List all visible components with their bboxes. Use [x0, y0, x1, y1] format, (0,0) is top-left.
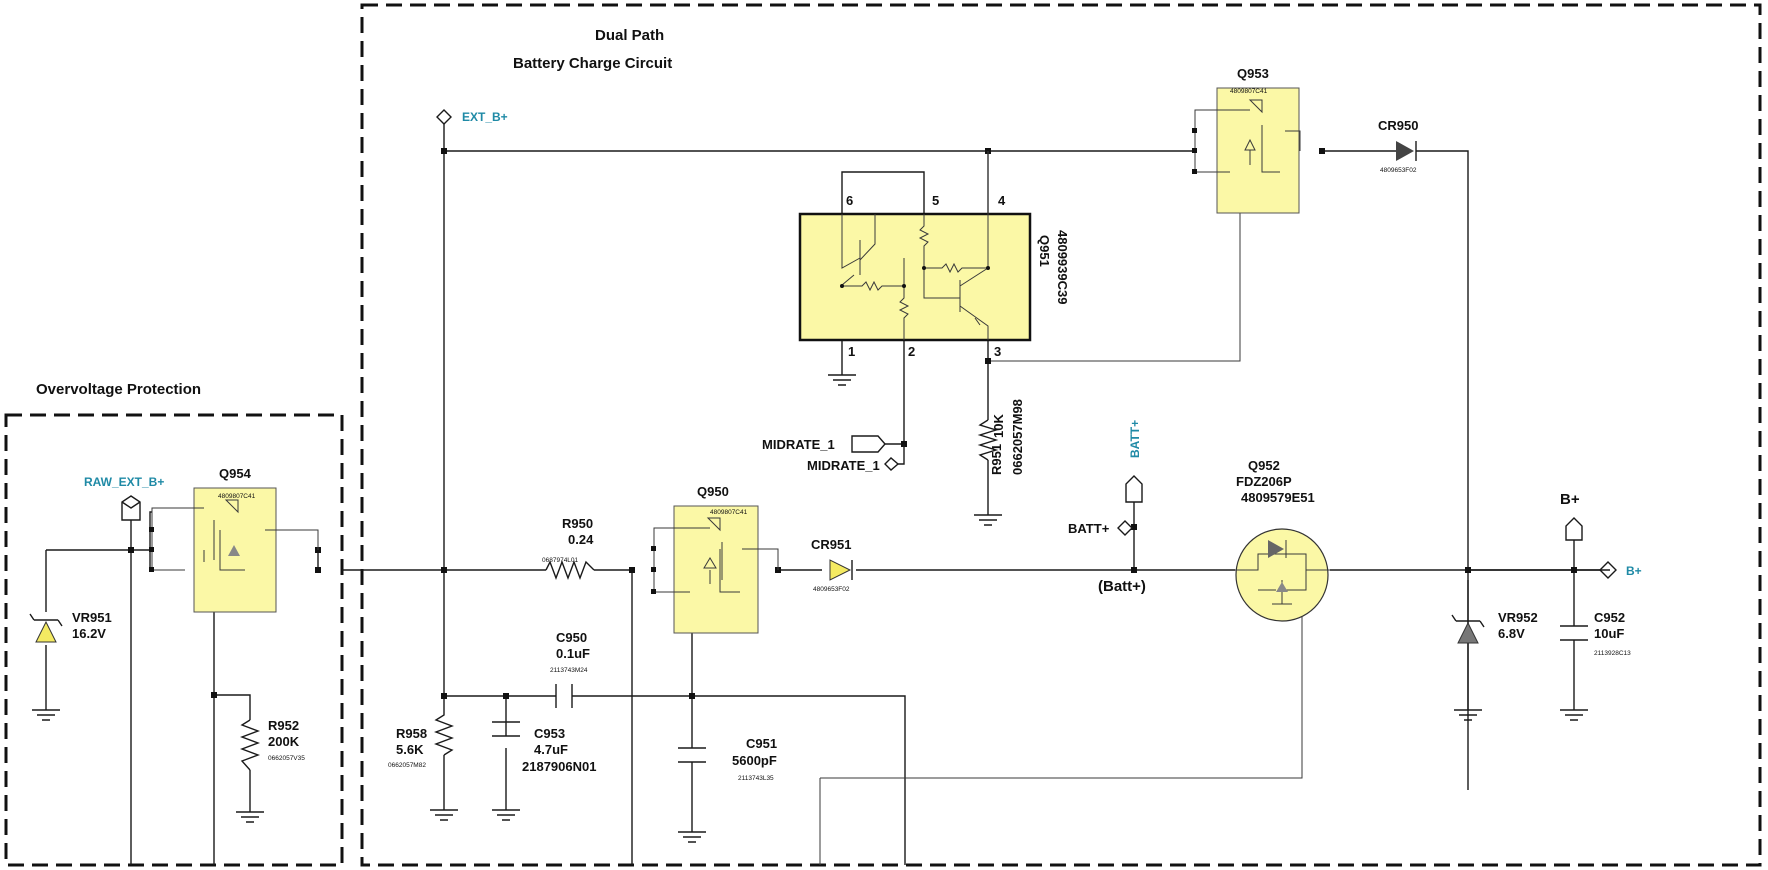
r950-part: 0687974L01	[542, 557, 579, 564]
b-plus-port: B+ B+	[1560, 491, 1642, 579]
batt-plus-vertical-label: BATT+	[1128, 420, 1142, 458]
r958-value: 5.6K	[396, 742, 424, 757]
r958-part: 0662057M82	[388, 762, 426, 769]
q951-pin-2: 2	[908, 344, 915, 359]
batt-node-label: (Batt+)	[1098, 578, 1146, 595]
batt-plus-port-label: BATT+	[1068, 521, 1110, 536]
c953-ref: C953	[534, 726, 565, 741]
dual-path-title: Dual Path	[595, 27, 664, 44]
r951-ref: R951	[989, 444, 1004, 475]
q950: Q950 4809807C41	[651, 484, 779, 634]
cr951-part: 4809653F02	[813, 586, 850, 593]
overvoltage-title: Overvoltage Protection	[36, 381, 201, 398]
c952-part: 2113928C13	[1594, 650, 1631, 657]
c953-part: 2187906N01	[522, 759, 596, 774]
q952-value: FDZ206P	[1236, 474, 1292, 489]
r951-part: 0662057M98	[1010, 399, 1025, 475]
batt-plus-port: BATT+ BATT+ (Batt+)	[1068, 420, 1146, 595]
r958-ref: R958	[396, 726, 427, 741]
q950-part: 4809807C41	[710, 509, 748, 516]
b-plus-port-label: B+	[1626, 564, 1642, 578]
q951-pin-5: 5	[932, 193, 939, 208]
b-plus-top-label: B+	[1560, 491, 1580, 508]
raw-ext-b-label: RAW_EXT_B+	[84, 475, 164, 489]
q953-part: 4809807C41	[1230, 88, 1268, 95]
c950-ref: C950	[556, 630, 587, 645]
cr951: CR951 4809653F02	[811, 537, 853, 593]
cr951-ref: CR951	[811, 537, 851, 552]
q950-ref: Q950	[697, 484, 729, 499]
vr952-value: 6.8V	[1498, 626, 1525, 641]
c953: C953 4.7uF 2187906N01	[492, 721, 596, 821]
raw-ext-b-port: RAW_EXT_B+	[84, 475, 164, 521]
r950-ref: R950	[562, 516, 593, 531]
c952: C952 10uF 2113928C13	[1560, 610, 1631, 721]
ext-b-port: EXT_B+	[436, 109, 508, 125]
q953-ref: Q953	[1237, 66, 1269, 81]
q951-part: 4809939C39	[1055, 230, 1070, 304]
vr952: VR952 6.8V	[1451, 610, 1538, 721]
midrate-label-b: MIDRATE_1	[807, 458, 880, 473]
ext-b-label: EXT_B+	[462, 110, 508, 124]
r952-part: 0662057V35	[268, 755, 305, 762]
battery-charge-title: Battery Charge Circuit	[513, 55, 672, 72]
q951-pin-3: 3	[994, 344, 1001, 359]
c953-value: 4.7uF	[534, 742, 568, 757]
q951-pin-4: 4	[998, 193, 1006, 208]
q951-pin-1: 1	[848, 344, 855, 359]
dual-path-region	[360, 3, 1762, 867]
q954: Q954 4809807C41	[149, 466, 319, 613]
c952-ref: C952	[1594, 610, 1625, 625]
q951-ref: Q951	[1037, 235, 1052, 267]
r958: R958 5.6K 0662057M82	[388, 700, 458, 821]
midrate-ports: MIDRATE_1 MIDRATE_1	[762, 435, 905, 473]
r951: R951 10K 0662057M98	[974, 399, 1025, 526]
vr951: VR951 16.2V	[29, 610, 112, 721]
q954-ref: Q954	[219, 466, 252, 481]
vr951-ref: VR951	[72, 610, 112, 625]
c950-part: 2113743M24	[550, 667, 588, 674]
c951-value: 5600pF	[732, 753, 777, 768]
cr950: CR950 4809653F02	[1378, 118, 1418, 174]
q953: Q953 4809807C41	[1192, 66, 1301, 214]
c951-ref: C951	[746, 736, 777, 751]
r951-value: 10K	[991, 414, 1006, 438]
c950-value: 0.1uF	[556, 646, 590, 661]
cr950-ref: CR950	[1378, 118, 1418, 133]
c950: C950 0.1uF 2113743M24	[550, 630, 590, 708]
c951: C951 5600pF 2113743L35	[678, 736, 777, 843]
q951-pin-6: 6	[846, 193, 853, 208]
wires	[45, 124, 1610, 865]
overvoltage-region	[4, 413, 344, 867]
q951: 6 5 4 1 2 3 Q951 4809939C39	[798, 151, 1070, 386]
r950-value: 0.24	[568, 532, 594, 547]
r950: R950 0.24 0687974L01	[542, 516, 595, 580]
cr950-part: 4809653F02	[1380, 167, 1417, 174]
q952: Q952 FDZ206P 4809579E51	[1235, 458, 1330, 622]
r952-ref: R952	[268, 718, 299, 733]
q954-part: 4809807C41	[218, 493, 256, 500]
q952-ref: Q952	[1248, 458, 1280, 473]
c951-part: 2113743L35	[738, 775, 774, 782]
c952-value: 10uF	[1594, 626, 1624, 641]
midrate-label-a: MIDRATE_1	[762, 437, 835, 452]
vr952-ref: VR952	[1498, 610, 1538, 625]
vr951-value: 16.2V	[72, 626, 106, 641]
q952-part: 4809579E51	[1241, 490, 1315, 505]
r952: R952 200K 0662057V35	[236, 718, 305, 823]
r952-value: 200K	[268, 734, 300, 749]
